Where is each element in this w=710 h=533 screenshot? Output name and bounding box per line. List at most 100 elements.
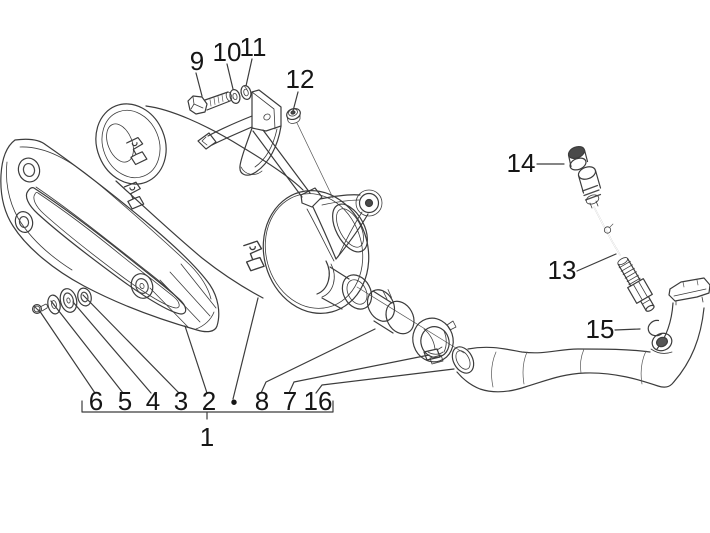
clamp-band-2 <box>443 330 447 353</box>
shield-mount-hub-outer <box>130 273 154 299</box>
pipe-top-edge <box>467 346 651 354</box>
clamp-screw <box>436 346 443 351</box>
stub-end-outer <box>341 274 373 310</box>
manifold-flange <box>668 277 710 302</box>
bracket-arm-top <box>207 115 253 137</box>
cap-arm-left2 <box>306 208 335 262</box>
cap-arm-top2 <box>321 199 360 206</box>
bushing-3-outer <box>77 287 92 307</box>
bracket-plate <box>251 89 282 132</box>
pipe-seam-4 <box>640 350 647 385</box>
sensor-hex-facets <box>632 281 648 301</box>
shield-rib-2 <box>159 279 201 323</box>
leader-10 <box>226 63 234 90</box>
sensor-thread-ticks <box>618 260 641 286</box>
leader-9 <box>195 72 203 97</box>
connector-bottom <box>585 194 600 205</box>
callout-11: 11 <box>240 32 267 62</box>
washer-11-outer <box>240 85 252 100</box>
front-cap-outer <box>95 103 167 185</box>
heat-shield <box>0 138 220 333</box>
end-cap-hub-outer <box>355 189 383 217</box>
leader-5 <box>50 300 124 394</box>
body-top-edge <box>145 105 304 191</box>
sensor-tip-sides <box>640 295 655 312</box>
cap-rib <box>337 211 363 258</box>
clamp-band-1 <box>423 328 436 350</box>
bolt-threads <box>209 94 224 107</box>
sensor-body <box>617 257 655 312</box>
sensor-cable-core <box>593 206 621 256</box>
shield-cutout-outer <box>25 187 187 315</box>
pipe-seam-2 <box>522 351 528 385</box>
bracket-plate-inner <box>251 91 276 130</box>
bolt-and-washers <box>187 85 301 124</box>
stub-base-arc1 <box>316 260 330 295</box>
clamp-outer <box>412 317 454 363</box>
washer-10-outer <box>229 89 241 104</box>
sensor-boss-bore <box>656 336 668 348</box>
callout-4: 4 <box>146 386 160 416</box>
shield-rim-left <box>6 161 73 271</box>
shield-rib-1 <box>149 287 189 328</box>
mounting-bracket <box>197 89 334 199</box>
cap-opening-outer <box>332 203 368 253</box>
flange-tabs <box>682 279 699 288</box>
leader-7 <box>288 354 430 394</box>
callout-15: 15 <box>586 314 615 344</box>
leader-2 <box>184 325 208 394</box>
sleeve-top-edge <box>372 290 393 304</box>
pipe-bottom-edge <box>456 307 705 393</box>
callout-bullet: • <box>230 392 237 414</box>
sensor-thread-sides <box>617 258 641 287</box>
sensor-tip-ring <box>641 299 651 305</box>
shield-boss-bottom-outer <box>14 211 34 233</box>
shield-boss-top-outer <box>17 157 41 183</box>
grommet-4-outer <box>59 288 78 313</box>
bushing-3-core <box>80 291 89 303</box>
end-cap-inner <box>264 193 364 309</box>
callout-1: 1 <box>200 422 214 452</box>
end-cap-hub-hole <box>364 198 374 208</box>
nut-12-hole <box>290 110 296 115</box>
bracket-arm-bottom <box>211 126 253 146</box>
leader-3 <box>82 294 180 394</box>
bracket-tongue <box>240 166 263 175</box>
connector-rib-2 <box>583 189 600 197</box>
pipe-seam-3 <box>580 348 585 374</box>
shield-boss-top-ring <box>22 162 36 178</box>
callout-5: 5 <box>118 386 132 416</box>
connector-rib-3 <box>584 193 602 201</box>
callout-16: 16 <box>304 386 333 416</box>
bolt-head <box>187 95 208 115</box>
sensor-hex <box>627 278 653 304</box>
oxygen-sensor <box>567 146 655 312</box>
cap-weld-tab <box>300 187 323 208</box>
bolt-shaft-top <box>204 91 229 101</box>
retaining-clip <box>647 319 663 337</box>
clamp-tab <box>446 320 457 331</box>
shield-boss-bottom-ring <box>18 215 30 229</box>
leader-8 <box>260 328 376 394</box>
callout-3: 3 <box>174 386 188 416</box>
front-cap-inner <box>101 109 161 179</box>
callout-2: 2 <box>202 386 216 416</box>
cap-14-top <box>567 146 586 159</box>
cap-arm-top1 <box>319 194 361 200</box>
body-bottom-edge <box>115 180 264 299</box>
callout-12: 12 <box>286 64 315 94</box>
nut-12-top <box>288 108 298 117</box>
callout-14: 14 <box>507 148 536 178</box>
callout-8: 8 <box>255 386 269 416</box>
group-bracket <box>81 400 334 420</box>
cable-clip-tail <box>609 223 614 228</box>
pipe-end-bore <box>455 350 471 370</box>
stub-end-bore <box>346 279 368 305</box>
washer-11-split <box>243 85 248 90</box>
shield-mount-hub-hole <box>139 283 145 289</box>
leader-lines <box>38 58 641 400</box>
leader-bullet <box>232 297 259 400</box>
pipe-clamp <box>412 317 457 365</box>
shield-rib-4 <box>180 263 217 309</box>
exhaust-pipe <box>451 277 710 393</box>
